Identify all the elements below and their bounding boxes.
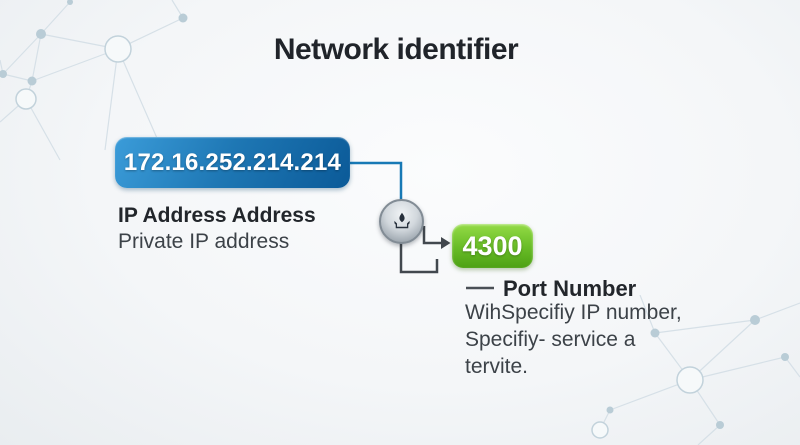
ip-address-label: IP Address Address [118, 204, 316, 227]
blue-connector-line [350, 161, 403, 201]
port-number-value: 4300 [462, 230, 523, 261]
funnel-hub-icon [393, 212, 410, 228]
ip-address-value: 172.16.252.214.214 [123, 148, 342, 176]
arrowhead [441, 237, 451, 249]
port-number-box: 4300 [452, 224, 533, 268]
page-title: Network identifier [273, 33, 519, 66]
port-number-label: Port Number [503, 276, 637, 301]
hub-circle [379, 199, 424, 244]
ip-address-caption: IP Address Address Private IP address [118, 203, 316, 255]
port-description-line: tervite. [465, 355, 529, 378]
gray-arrow-line [422, 226, 442, 245]
ip-address-description: Private IP address [118, 230, 290, 253]
gray-elbow-line [399, 242, 439, 274]
port-description-line: Specifiy- service a [465, 328, 636, 351]
ip-address-box: 172.16.252.214.214 [115, 137, 350, 188]
port-description-line: WihSpecifiy IP number, [465, 301, 682, 324]
port-number-description: WihSpecifiy IP number, Specifiy- service… [465, 299, 682, 380]
